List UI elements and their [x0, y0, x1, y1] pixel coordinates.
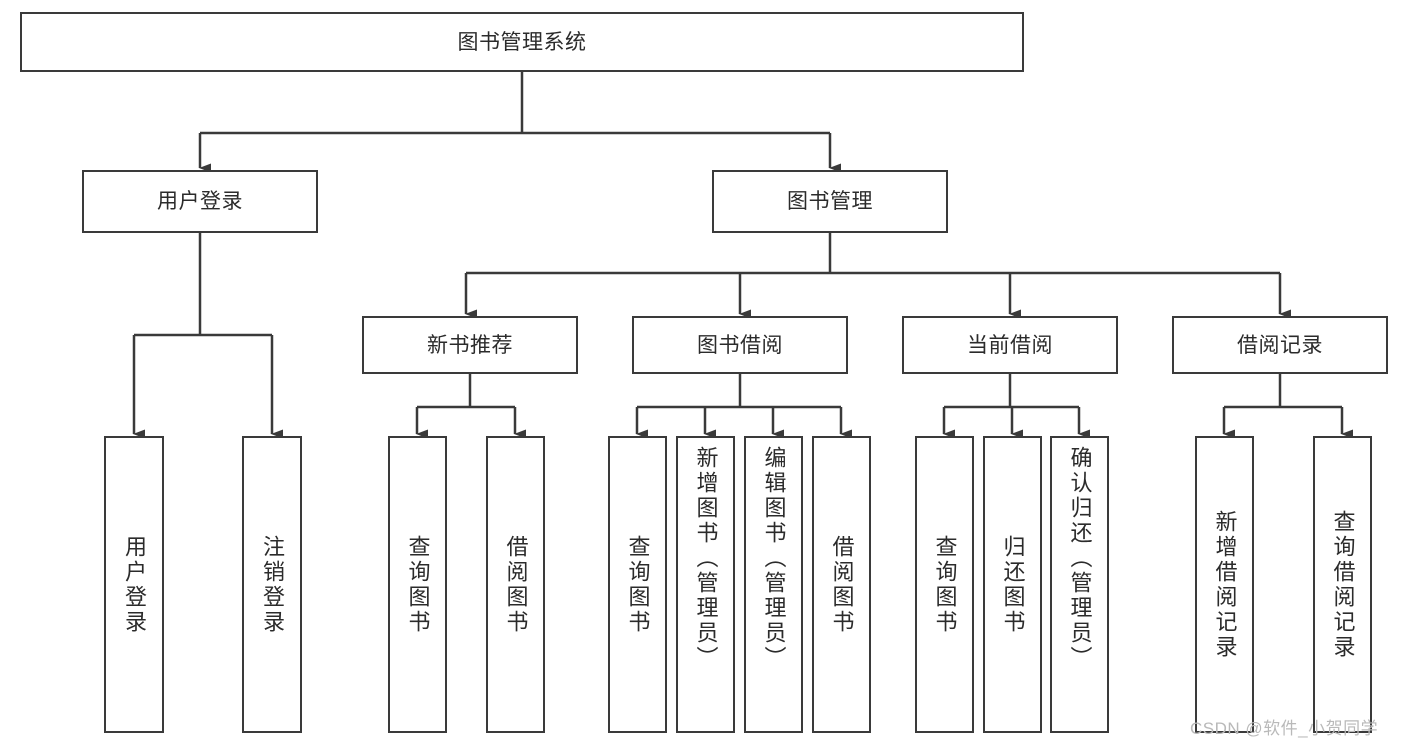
- leaf-current-query-book[interactable]: 查询图书: [915, 436, 974, 733]
- node-root[interactable]: 图书管理系统: [20, 12, 1024, 72]
- node-new-book-recommend[interactable]: 新书推荐: [362, 316, 578, 374]
- leaf-borrow-add-book-label: 新增图书（管理员）: [693, 446, 719, 671]
- leaf-borrow-add-book[interactable]: 新增图书（管理员）: [676, 436, 735, 733]
- node-user-login[interactable]: 用户登录: [82, 170, 318, 233]
- leaf-user-logout[interactable]: 注销登录: [242, 436, 302, 733]
- leaf-recommend-borrow-book[interactable]: 借阅图书: [486, 436, 545, 733]
- leaf-record-add[interactable]: 新增借阅记录: [1195, 436, 1254, 733]
- leaf-borrow-query-book[interactable]: 查询图书: [608, 436, 667, 733]
- node-book-borrow[interactable]: 图书借阅: [632, 316, 848, 374]
- leaf-recommend-query-book-label: 查询图书: [405, 534, 431, 635]
- leaf-current-return-book-label: 归还图书: [1000, 534, 1026, 635]
- leaf-user-login-label: 用户登录: [122, 534, 147, 635]
- leaf-borrow-borrow-book-label: 借阅图书: [829, 534, 855, 635]
- leaf-record-query[interactable]: 查询借阅记录: [1313, 436, 1372, 733]
- leaf-record-query-label: 查询借阅记录: [1330, 509, 1356, 660]
- node-borrow-record-label: 借阅记录: [1237, 333, 1323, 357]
- leaf-borrow-query-book-label: 查询图书: [625, 534, 651, 635]
- leaf-borrow-borrow-book[interactable]: 借阅图书: [812, 436, 871, 733]
- leaf-current-query-book-label: 查询图书: [932, 534, 958, 635]
- node-current-borrow-label: 当前借阅: [967, 333, 1053, 357]
- leaf-current-confirm-return[interactable]: 确认归还（管理员）: [1050, 436, 1109, 733]
- watermark: CSDN @软件_小贺同学: [1190, 719, 1379, 738]
- node-root-label: 图书管理系统: [457, 30, 587, 54]
- leaf-current-confirm-return-label: 确认归还（管理员）: [1067, 446, 1093, 671]
- node-book-management[interactable]: 图书管理: [712, 170, 948, 233]
- leaf-recommend-query-book[interactable]: 查询图书: [388, 436, 447, 733]
- leaf-current-return-book[interactable]: 归还图书: [983, 436, 1042, 733]
- node-book-borrow-label: 图书借阅: [697, 333, 783, 357]
- leaf-recommend-borrow-book-label: 借阅图书: [503, 534, 529, 635]
- node-current-borrow[interactable]: 当前借阅: [902, 316, 1118, 374]
- node-new-book-recommend-label: 新书推荐: [427, 333, 513, 357]
- leaf-user-login[interactable]: 用户登录: [104, 436, 164, 733]
- node-book-management-label: 图书管理: [787, 190, 873, 213]
- node-user-login-label: 用户登录: [157, 190, 243, 213]
- leaf-borrow-edit-book-label: 编辑图书（管理员）: [761, 446, 787, 671]
- node-borrow-record[interactable]: 借阅记录: [1172, 316, 1388, 374]
- leaf-user-logout-label: 注销登录: [260, 534, 285, 635]
- leaf-borrow-edit-book[interactable]: 编辑图书（管理员）: [744, 436, 803, 733]
- leaf-record-add-label: 新增借阅记录: [1212, 509, 1238, 660]
